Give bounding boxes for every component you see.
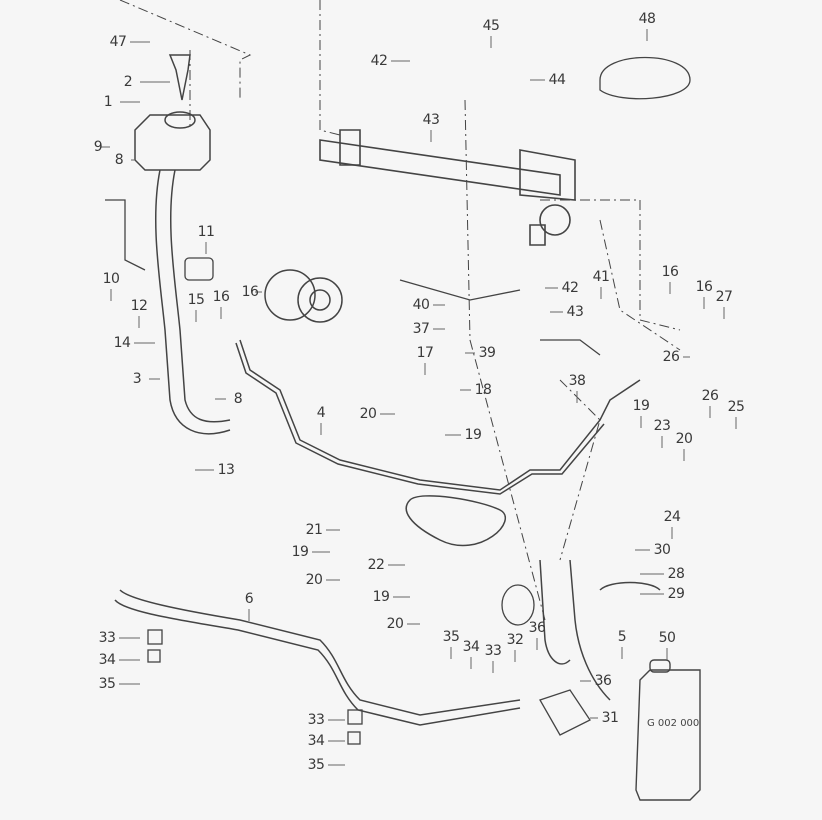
part-label-43: 43	[566, 304, 584, 320]
part-label-16: 16	[661, 264, 679, 280]
part-label-33: 33	[484, 643, 502, 659]
leader-lines	[100, 29, 737, 766]
part-label-16: 16	[212, 289, 230, 305]
part-label-31: 31	[601, 710, 619, 726]
part-label-19: 19	[632, 398, 650, 414]
part-label-22: 22	[367, 557, 385, 573]
part-label-37: 37	[412, 321, 430, 337]
part-label-15: 15	[187, 292, 205, 308]
part-label-12: 12	[130, 298, 148, 314]
part-label-36: 36	[528, 620, 546, 636]
pump	[264, 269, 343, 323]
part-label-34: 34	[307, 733, 325, 749]
fluid-can-code: G 002 000	[647, 718, 700, 729]
part-label-25: 25	[727, 399, 745, 415]
misc-parts	[105, 56, 691, 745]
part-label-11: 11	[197, 224, 215, 240]
part-label-26: 26	[701, 388, 719, 404]
part-label-33: 33	[307, 712, 325, 728]
part-label-44: 44	[548, 72, 566, 88]
part-label-5: 5	[617, 629, 627, 645]
part-label-30: 30	[653, 542, 671, 558]
part-label-24: 24	[663, 509, 681, 525]
part-label-8: 8	[114, 152, 124, 168]
part-label-20: 20	[386, 616, 404, 632]
dashed-guides	[119, 0, 681, 621]
part-label-39: 39	[478, 345, 496, 361]
part-label-35: 35	[98, 676, 116, 692]
part-label-20: 20	[305, 572, 323, 588]
part-label-32: 32	[506, 632, 524, 648]
part-label-18: 18	[474, 382, 492, 398]
part-label-36: 36	[594, 673, 612, 689]
part-label-45: 45	[482, 18, 500, 34]
part-label-27: 27	[715, 289, 733, 305]
part-label-23: 23	[653, 418, 671, 434]
part-label-29: 29	[667, 586, 685, 602]
part-label-42: 42	[370, 53, 388, 69]
part-label-43: 43	[422, 112, 440, 128]
part-label-41: 41	[592, 269, 610, 285]
part-label-1: 1	[103, 94, 113, 110]
part-label-10: 10	[102, 271, 120, 287]
part-label-40: 40	[412, 297, 430, 313]
part-label-9: 9	[93, 139, 103, 155]
part-label-20: 20	[675, 431, 693, 447]
part-label-19: 19	[464, 427, 482, 443]
part-label-16: 16	[241, 284, 259, 300]
part-label-13: 13	[217, 462, 235, 478]
part-label-34: 34	[98, 652, 116, 668]
part-label-35: 35	[442, 629, 460, 645]
part-label-21: 21	[305, 522, 323, 538]
part-label-17: 17	[416, 345, 434, 361]
reservoir	[134, 54, 211, 171]
part-label-38: 38	[568, 373, 586, 389]
part-label-8: 8	[233, 391, 243, 407]
part-label-26: 26	[662, 349, 680, 365]
fluid-can	[635, 659, 701, 801]
part-label-47: 47	[109, 34, 127, 50]
part-label-4: 4	[316, 405, 326, 421]
part-label-2: 2	[123, 74, 133, 90]
part-label-50: 50	[658, 630, 676, 646]
part-label-19: 19	[372, 589, 390, 605]
part-label-42: 42	[561, 280, 579, 296]
steering-rack	[319, 129, 576, 246]
part-label-14: 14	[113, 335, 131, 351]
part-label-33: 33	[98, 630, 116, 646]
part-label-16: 16	[695, 279, 713, 295]
part-label-3: 3	[132, 371, 142, 387]
part-label-35: 35	[307, 757, 325, 773]
part-label-48: 48	[638, 11, 656, 27]
hoses	[114, 169, 661, 726]
part-label-6: 6	[244, 591, 254, 607]
part-label-28: 28	[667, 566, 685, 582]
part-label-20: 20	[359, 406, 377, 422]
part-label-34: 34	[462, 639, 480, 655]
part-label-19: 19	[291, 544, 309, 560]
